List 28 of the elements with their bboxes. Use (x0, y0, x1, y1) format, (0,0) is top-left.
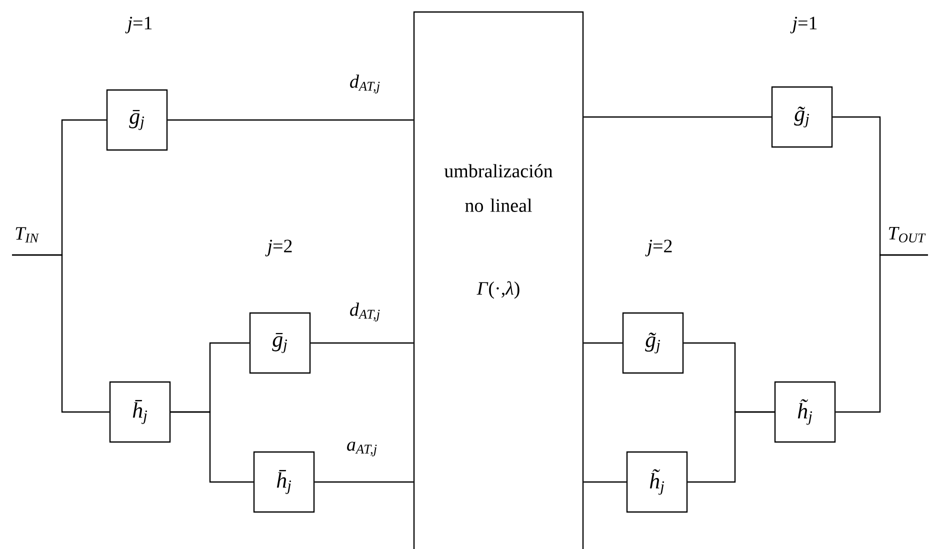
signal-label: T$_{OUT}$ (888, 226, 926, 242)
level-label: j=2 (265, 240, 292, 256)
connector-line (170, 411, 254, 483)
level-label: j=2 (645, 240, 672, 256)
filter-box: h̃$_{j}$ (626, 451, 688, 513)
filter-box: h̃$_{j}$ (774, 381, 836, 443)
connector-line (584, 116, 772, 118)
level-label: j=1 (125, 16, 152, 34)
filter-box: g̃$_{j}$ (622, 312, 684, 374)
connector-line (12, 254, 110, 413)
signal-label: T$_{IN}$ (16, 227, 40, 242)
connector-line (836, 254, 928, 413)
filter-box: ḡ$_{j}$ (249, 312, 311, 374)
filter-box: g̃$_{j}$ (771, 86, 833, 148)
threshold-block: umbralización no lineal Γ(·,λ) (413, 11, 584, 549)
connector-line (584, 481, 626, 483)
filter-box: h̄$_{j}$ (109, 381, 171, 443)
connector-line (168, 119, 414, 121)
connector-line (314, 481, 414, 483)
filter-box: ḡ$_{j}$ (106, 89, 168, 151)
edge-label: d$_{AT,j}$ (348, 302, 382, 322)
connector-line (584, 342, 622, 344)
level-label: j=1 (790, 16, 817, 34)
connector-line (310, 342, 414, 344)
connector-line (688, 411, 774, 483)
filter-box: h̄$_{j}$ (253, 451, 315, 513)
edge-label: a$_{AT,j}$ (345, 440, 379, 458)
edge-label: d$_{AT,j}$ (348, 74, 382, 94)
